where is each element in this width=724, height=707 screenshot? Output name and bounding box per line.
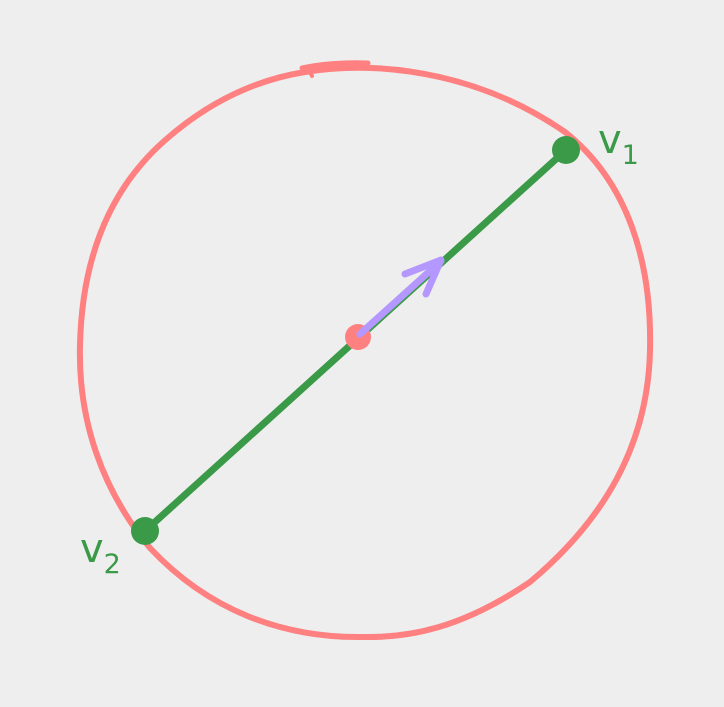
circle-overdraw-stroke: [299, 60, 371, 71]
circle-outline: [76, 64, 654, 641]
vertex-v1-point: [552, 136, 580, 164]
vertex-v2-point: [131, 517, 159, 545]
vertex-v1-label: v1: [598, 117, 639, 171]
direction-arrow: [356, 257, 445, 338]
direction-arrowhead: [401, 256, 445, 298]
circle-overdraw-stroke: [307, 68, 314, 78]
vertex-v2-label: v2: [80, 526, 121, 580]
